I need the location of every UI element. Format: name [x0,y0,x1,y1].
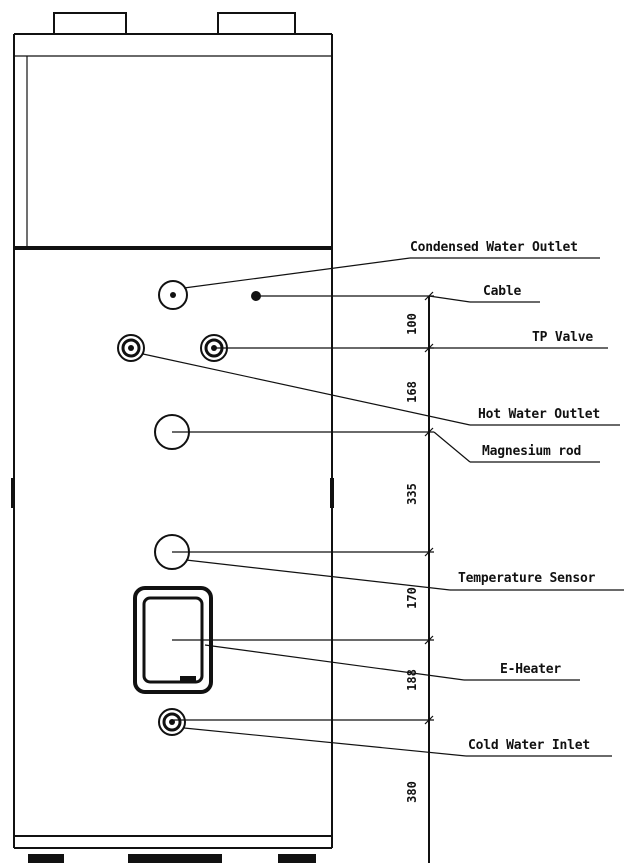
side-handle-right [330,478,334,508]
port-hot-water-outlet [117,334,145,362]
port-condensed-water-outlet [158,280,188,310]
dimension-168: 168 [405,381,419,403]
dimension-100: 100 [405,313,419,335]
top-vent-right [217,12,296,35]
label-magnesium-rod: Magnesium rod [482,444,581,459]
dimension-axis [172,291,434,863]
tank-body [11,250,334,849]
label-tp-valve: TP Valve [532,330,593,345]
label-e-heater: E-Heater [500,662,561,677]
side-handle-left [11,478,15,508]
port-cold-water-inlet [158,708,186,736]
top-vents [53,12,296,35]
upper-unit [13,33,333,250]
dimension-380: 380 [405,781,419,803]
dimension-188: 188 [405,669,419,691]
top-vent-left [53,12,127,35]
leader-lines [142,257,624,757]
dimension-170: 170 [405,587,419,609]
label-cable: Cable [483,284,522,299]
base-feet [28,854,316,863]
label-cold-water-inlet: Cold Water Inlet [468,738,590,753]
label-condensed-water-outlet: Condensed Water Outlet [410,240,578,255]
label-hot-water-outlet: Hot Water Outlet [478,407,600,422]
dimension-335: 335 [405,483,419,505]
label-temperature-sensor: Temperature Sensor [458,571,596,586]
